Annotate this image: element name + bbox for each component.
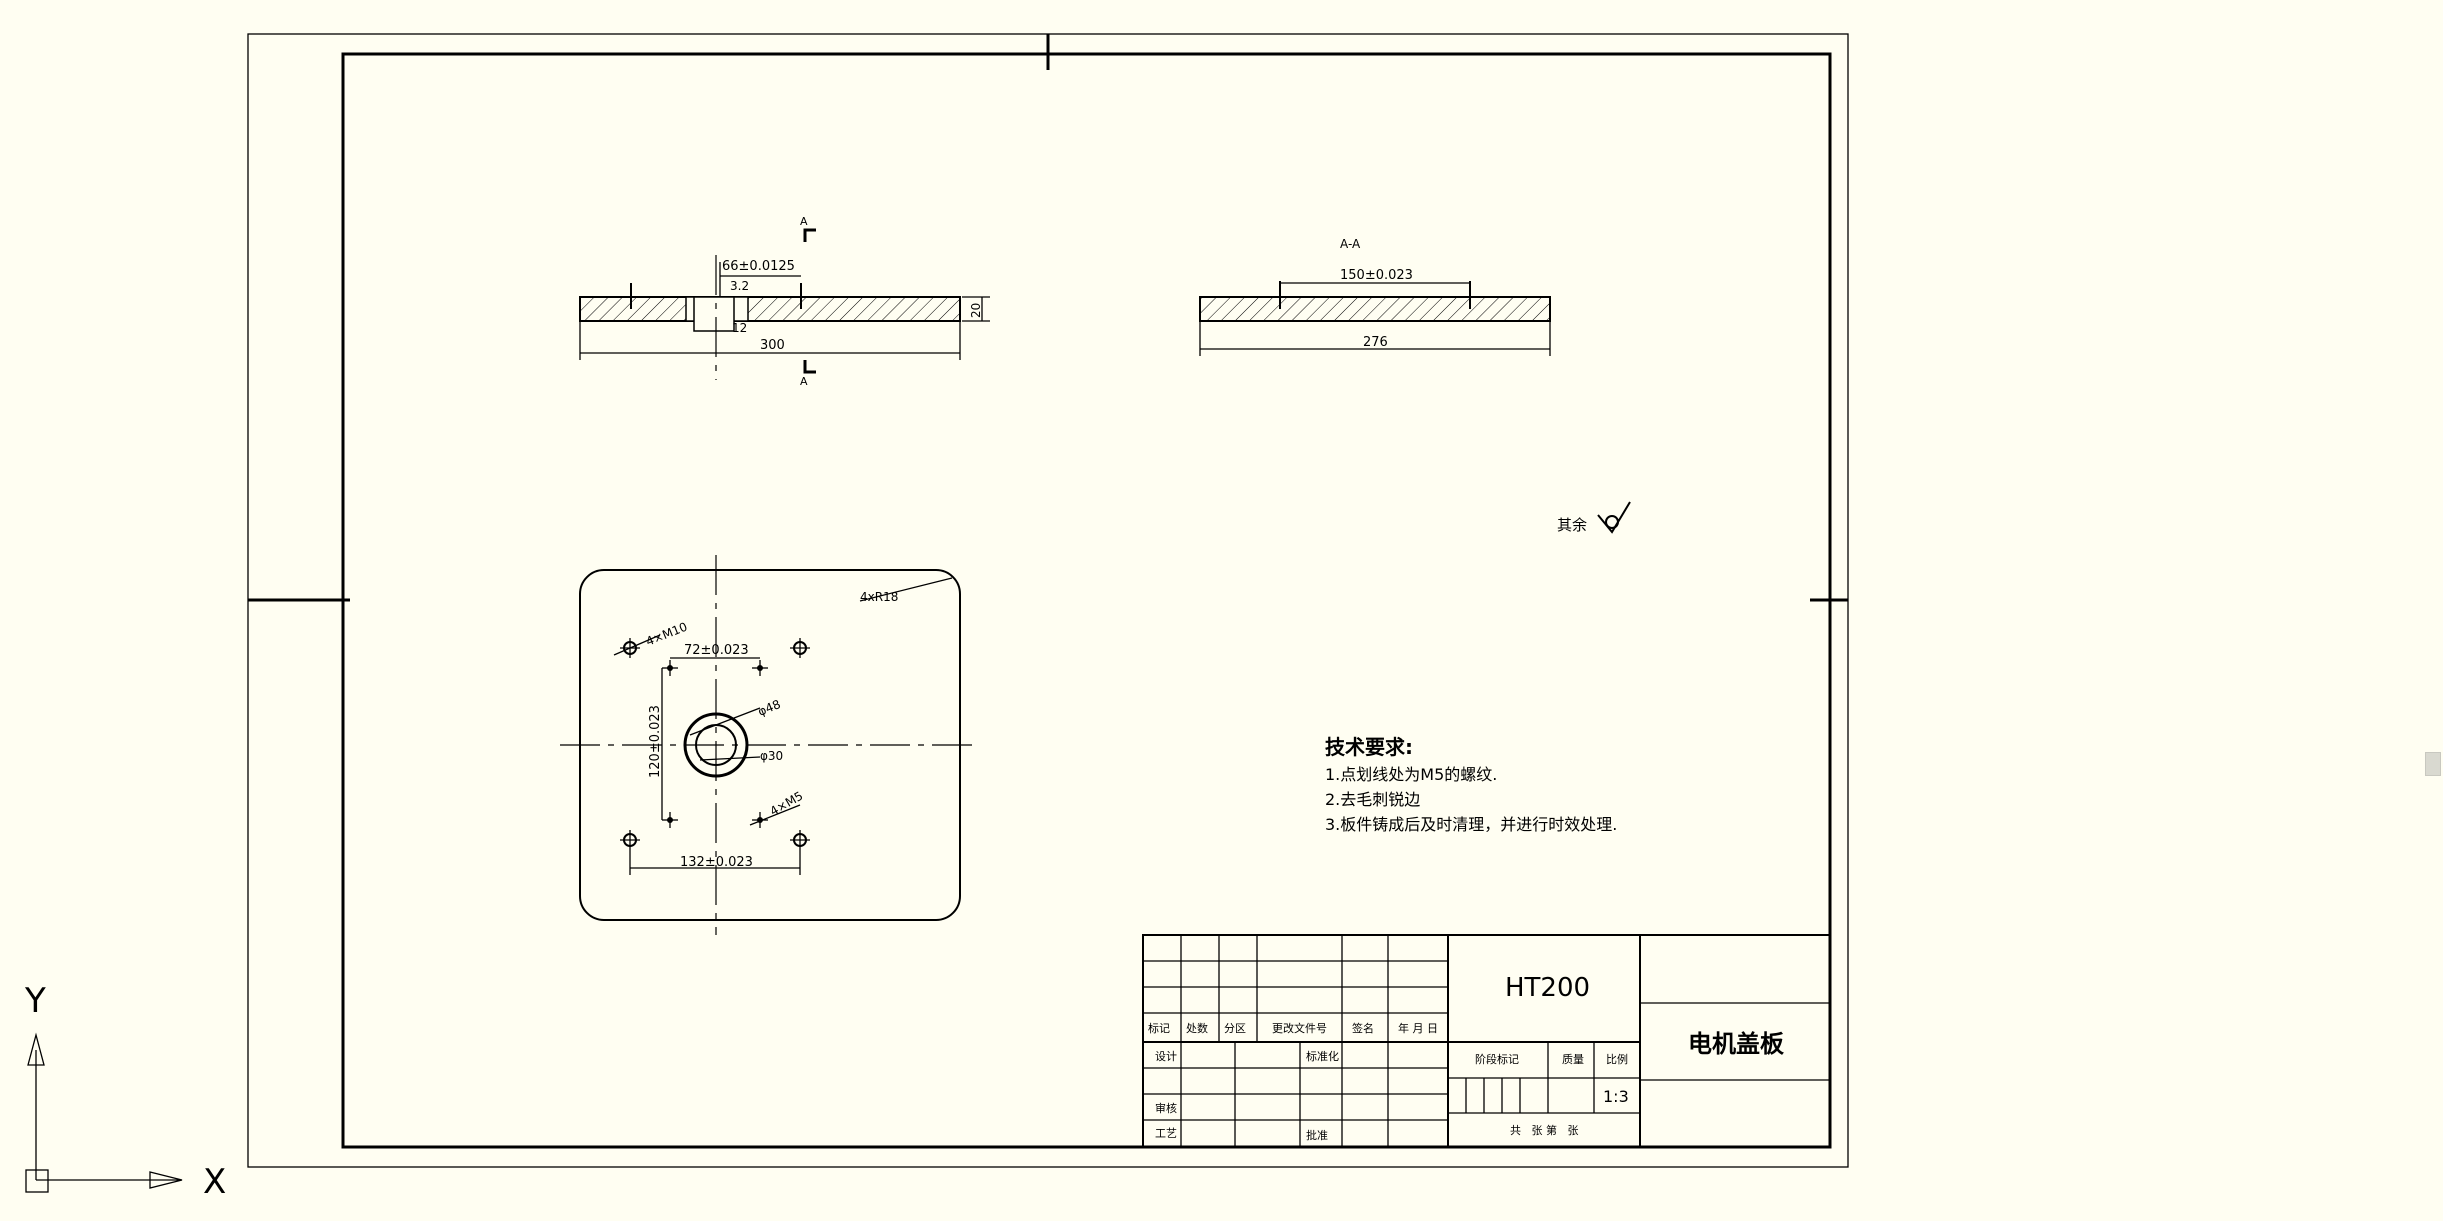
rev-header-date: 年 月 日 — [1398, 1021, 1438, 1035]
review-label: 审核 — [1155, 1101, 1177, 1115]
rev-header-signature: 签名 — [1352, 1021, 1374, 1035]
ucs-icon — [25, 1032, 183, 1193]
centering-marks — [248, 34, 1848, 602]
dim-front-bolt-spacing: 66±0.0125 — [722, 259, 795, 274]
scale-label: 比例 — [1606, 1052, 1628, 1066]
section-marker-bottom: A — [800, 375, 808, 388]
dim-front-length: 300 — [760, 338, 785, 353]
dim-plan-phi-outer: φ48 — [756, 697, 783, 719]
ucs-y-label: Y — [24, 981, 46, 1021]
tech-requirement-2: 2.去毛刺锐边 — [1325, 790, 1420, 809]
tech-requirements-title: 技术要求: — [1325, 735, 1413, 759]
scrollbar-thumb[interactable] — [2425, 752, 2441, 776]
dim-section-length: 276 — [1363, 335, 1388, 350]
drawing-frame — [341, 52, 1832, 1149]
surface-finish-icon — [1597, 501, 1631, 534]
section-view — [1199, 281, 1551, 356]
stage-mark-label: 阶段标记 — [1475, 1052, 1519, 1066]
approve-label: 批准 — [1306, 1128, 1328, 1142]
dim-plan-holes-big: 4×M10 — [644, 620, 689, 649]
section-title: A-A — [1340, 237, 1361, 251]
material-label: HT200 — [1505, 973, 1590, 1003]
dim-section-bolt-spacing: 150±0.023 — [1340, 268, 1413, 283]
dim-front-small: 3.2 — [730, 279, 749, 293]
weight-label: 质量 — [1562, 1053, 1584, 1066]
part-name: 电机盖板 — [1688, 1030, 1785, 1058]
rev-header-change-doc: 更改文件号 — [1272, 1021, 1327, 1035]
dim-plan-phi-inner: φ30 — [760, 749, 783, 763]
m10-hole-icon — [620, 638, 810, 850]
m5-hole-icon — [662, 660, 768, 828]
section-marker-top: A — [800, 215, 808, 228]
design-label: 设计 — [1155, 1050, 1177, 1063]
dim-plan-holes-small: 4×M5 — [768, 789, 806, 819]
rev-header-count: 处数 — [1186, 1022, 1208, 1035]
sheet-outer-border — [247, 33, 1849, 1168]
dim-front-inner: 12 — [732, 321, 747, 335]
dim-plan-top: 72±0.023 — [684, 643, 749, 658]
tech-requirement-1: 1.点划线处为M5的螺纹. — [1325, 765, 1497, 784]
standardize-label: 标准化 — [1306, 1049, 1339, 1063]
vertical-scrollbar[interactable] — [2421, 0, 2443, 1221]
rev-header-mark: 标记 — [1148, 1021, 1170, 1035]
dim-plan-vertical: 120±0.023 — [648, 705, 663, 778]
scale-value: 1:3 — [1603, 1087, 1629, 1106]
title-block — [1142, 934, 1831, 1148]
plan-view — [560, 555, 980, 935]
surface-finish-label: 其余 — [1557, 516, 1587, 534]
front-view — [579, 228, 990, 380]
dim-plan-radius: 4xR18 — [860, 590, 898, 604]
sheets-label: 共 张 第 张 — [1510, 1123, 1578, 1137]
dim-front-thickness: 20 — [969, 303, 983, 318]
rev-header-zone: 分区 — [1224, 1022, 1246, 1035]
ucs-x-label: X — [203, 1162, 226, 1202]
dim-plan-bottom: 132±0.023 — [680, 855, 753, 870]
tech-requirement-3: 3.板件铸成后及时清理，并进行时效处理. — [1325, 815, 1617, 834]
process-label: 工艺 — [1155, 1127, 1177, 1140]
